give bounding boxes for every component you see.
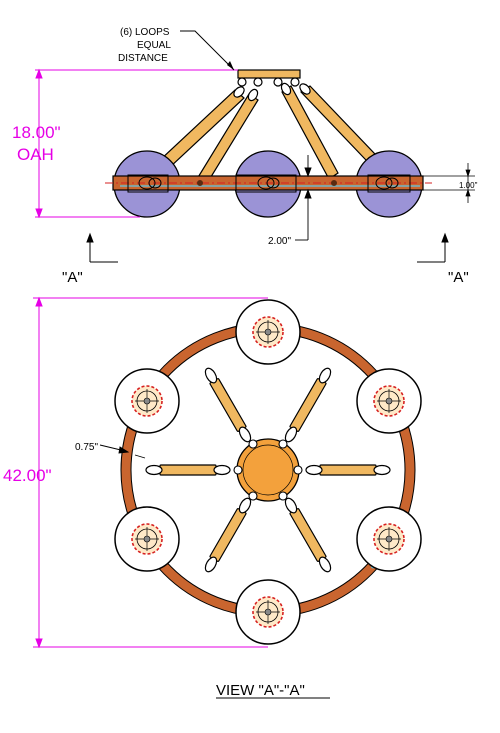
- offset-value: 2.00": [268, 236, 291, 247]
- socket-details: [138, 176, 399, 190]
- view-title: VIEW "A"-"A": [216, 682, 305, 699]
- thickness-value: 1.00": [459, 181, 478, 190]
- plan-view: [33, 296, 422, 649]
- ring-width-leader: [99, 444, 146, 459]
- rod-end-loops: [233, 82, 311, 102]
- socket-boxes: [127, 174, 411, 193]
- section-marker-left: [86, 232, 118, 263]
- ceiling-canopy: [237, 69, 301, 79]
- center-hub-inner: [242, 444, 294, 496]
- canopy-loops: [237, 77, 300, 87]
- diameter-value: 42.00": [3, 466, 52, 485]
- loops-leader-arrow: [227, 61, 234, 70]
- side-elevation: [35, 30, 475, 263]
- drawing-labels: (6) LOOPS EQUAL DISTANCE 18.00" OAH 1.00…: [3, 27, 478, 699]
- section-marker-right: [417, 232, 449, 263]
- offset-dimension: [295, 155, 312, 241]
- section-label-left: "A": [62, 269, 83, 286]
- ring-width-value: 0.75": [75, 442, 98, 453]
- hub-loops: [233, 439, 303, 501]
- diameter-dimension: [33, 296, 268, 649]
- rod-pins: [197, 180, 337, 186]
- thickness-dimension: [423, 163, 475, 203]
- loops-note-line3: DISTANCE: [118, 53, 168, 64]
- height-value: 18.00": [12, 123, 61, 142]
- section-label-right: "A": [448, 269, 469, 286]
- height-suffix: OAH: [17, 145, 54, 164]
- loops-note-line1: (6) LOOPS: [120, 27, 170, 38]
- center-hub: [236, 438, 300, 502]
- loops-leader: [180, 30, 235, 71]
- height-dimension: [35, 68, 238, 219]
- loops-note-line2: EQUAL: [137, 40, 171, 51]
